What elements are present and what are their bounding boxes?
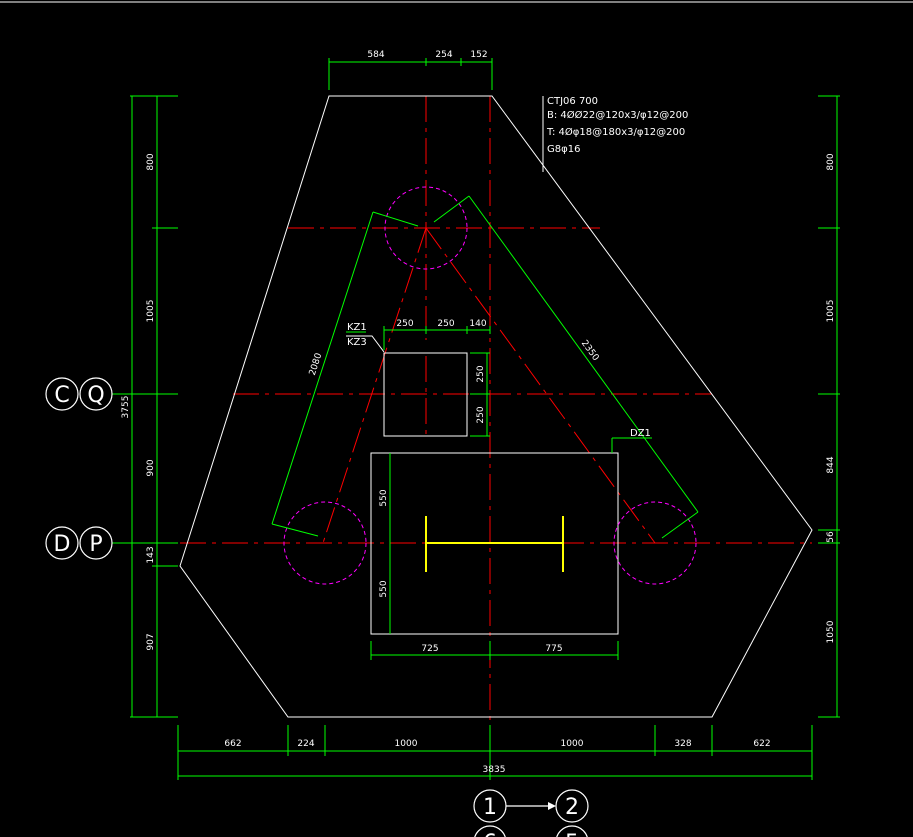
dim-right-3: 844: [826, 456, 836, 473]
dim-right-5: 1050: [826, 620, 836, 643]
cap-note-line-3: T: 4Øφ18@180x3/φ12@200: [546, 126, 685, 138]
dim-diag-left: 2080: [308, 352, 325, 377]
dim-dz-side-2: 550: [379, 580, 389, 597]
cap-note-line-4: G8φ16: [547, 144, 580, 155]
kz-leader: [346, 335, 385, 353]
axis-bubble-q: [79, 377, 113, 411]
pile-left: [283, 501, 367, 585]
pile-right: [613, 501, 697, 585]
dim-kz-side-1: 250: [476, 365, 486, 382]
axis-label-d: D: [54, 532, 71, 557]
dim-right-2: 1005: [826, 300, 836, 323]
dim-kz-top-2: 250: [437, 319, 454, 329]
column-kz: [383, 352, 468, 437]
dim-bottom-3: 1000: [395, 739, 418, 749]
axis-bubble-p: [79, 526, 113, 560]
dim-diag-right: 2350: [579, 339, 601, 364]
axis-bubble-c: [45, 377, 79, 411]
dim-top-2: 254: [435, 50, 452, 60]
dim-bottom-6: 622: [753, 739, 770, 749]
axis-label-c: C: [54, 383, 69, 408]
label-kz3: KZ3: [347, 337, 367, 348]
axis-label-q: Q: [87, 383, 104, 408]
dimension-lines: [112, 58, 840, 780]
steel-h-section: [425, 516, 564, 572]
axis-arrow: [548, 802, 556, 810]
axis-label-1: 1: [483, 795, 497, 820]
dim-bottom-total: 3835: [483, 765, 506, 775]
centerlines: [180, 96, 812, 760]
cap-note-line-2: B: 4ØØ22@120x3/φ12@200: [547, 109, 688, 121]
dim-bottom-5: 328: [674, 739, 691, 749]
dim-kz-top-1: 250: [396, 319, 413, 329]
pile-cap-outline: [179, 95, 813, 718]
axis-label-2: 2: [565, 795, 579, 820]
piles: [283, 186, 697, 585]
centerline-diag-right: [425, 227, 656, 544]
label-kz1: KZ1: [347, 322, 367, 333]
column-dz: [370, 452, 619, 635]
dim-left-total: 3755: [121, 396, 131, 419]
cap-note-line-1: CTJ06 700: [547, 96, 598, 107]
axis-bubble-6: [474, 825, 506, 837]
dim-bottom-1: 662: [224, 739, 241, 749]
axis-label-p: P: [89, 532, 102, 557]
dim-dz-bottom-1: 725: [421, 644, 438, 654]
dim-kz-top-3: 140: [469, 319, 486, 329]
dim-left-1: 800: [146, 153, 156, 170]
dim-right-1: 800: [826, 153, 836, 170]
dim-top-1: 584: [367, 50, 384, 60]
dim-kz-side-2: 250: [476, 406, 486, 423]
dim-top-3: 152: [470, 50, 487, 60]
centerline-diag-left: [322, 227, 427, 544]
dim-left-3: 900: [146, 459, 156, 476]
axis-bubble-5: [556, 825, 588, 837]
label-dz1: DZ1: [630, 428, 651, 439]
axis-bubbles: [45, 377, 589, 837]
dim-dz-bottom-2: 775: [545, 644, 562, 654]
dim-right-4: 56: [826, 531, 836, 543]
dim-left-2: 1005: [146, 300, 156, 323]
axis-label-6: 6: [483, 831, 497, 837]
dim-bottom-4: 1000: [561, 739, 584, 749]
dim-left-5: 907: [146, 633, 156, 650]
dim-dz-side-1: 550: [379, 489, 389, 506]
dim-bottom-2: 224: [297, 739, 314, 749]
axis-bubble-d: [45, 526, 79, 560]
pile-top: [384, 186, 468, 270]
dim-left-4: 143: [146, 546, 156, 563]
axis-label-5: 5: [565, 831, 579, 837]
